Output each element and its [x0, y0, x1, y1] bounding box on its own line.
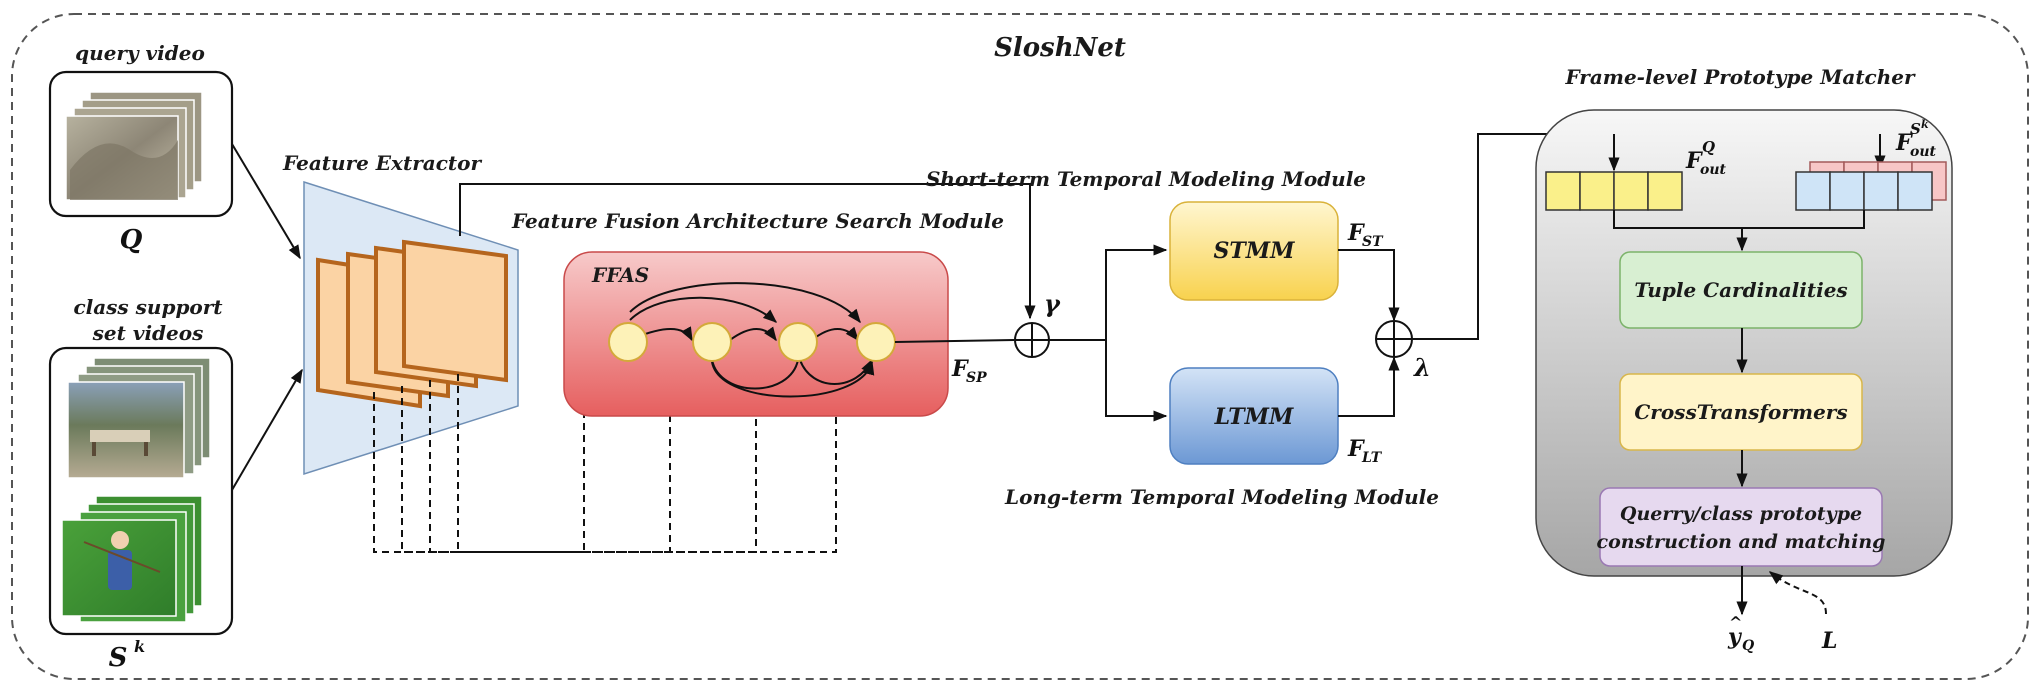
fq-subscript: out — [1700, 162, 1727, 178]
ffas-inner-label: FFAS — [591, 263, 649, 287]
feature-extractor-label: Feature Extractor — [282, 151, 482, 175]
fst-symbol: F — [1347, 220, 1365, 246]
support-video-frames-2 — [61, 495, 203, 623]
query-symbol: Q — [120, 225, 143, 255]
outer-frame — [11, 13, 2029, 680]
ffas-module-box — [563, 251, 949, 417]
fs-subscript: out — [1910, 144, 1937, 160]
feature-merge-lines — [1613, 210, 1865, 252]
extractor-skip-line — [459, 183, 1036, 320]
tuple-cardinalities-label: Tuple Cardinalities — [1634, 278, 1847, 302]
stmm-module-title: Short-term Temporal Modeling Module — [926, 167, 1366, 191]
support-label-line2: set videos — [92, 321, 204, 345]
feature-maps — [316, 239, 508, 409]
support-symbol: S — [109, 643, 128, 673]
fs-superscript-k: k — [1921, 118, 1929, 131]
support-to-extractor-arrow — [231, 368, 303, 491]
ltmm-box-label: LTMM — [1214, 404, 1294, 430]
support-video-frames-1 — [67, 357, 211, 479]
query-feature-cells — [1545, 171, 1683, 211]
fs-superscript: S — [1910, 120, 1921, 138]
ffas-module-title: Feature Fusion Architecture Search Modul… — [511, 209, 1004, 233]
query-video-label: query video — [75, 41, 205, 65]
dashed-feature-links — [373, 342, 837, 553]
prototype-matching-line2: construction and matching — [1597, 531, 1886, 553]
prototype-matching-box — [1599, 487, 1883, 567]
matcher-title: Frame-level Prototype Matcher — [1564, 65, 1916, 89]
support-feature-cells — [1795, 171, 1933, 211]
diagram-title: SloshNet — [994, 33, 1126, 63]
gamma-sum-node — [1014, 322, 1050, 358]
y-hat-caret: ^ — [1729, 613, 1742, 632]
lambda-symbol: λ — [1413, 353, 1431, 382]
flt-subscript: LT — [1361, 450, 1383, 466]
fq-symbol: F — [1685, 148, 1703, 174]
ffas-node-4 — [856, 322, 896, 362]
fs-symbol: F — [1895, 130, 1913, 156]
ffas-nodes — [608, 322, 896, 362]
merge-lines — [1338, 249, 1400, 417]
loss-feedback-arrow — [1768, 571, 1827, 615]
ltmm-module-title: Long-term Temporal Modeling Module — [1004, 485, 1439, 509]
fsp-subscript: SP — [966, 370, 987, 386]
fq-superscript: Q — [1702, 138, 1715, 156]
crosstransformers-label: CrossTransformers — [1634, 400, 1847, 424]
query-video-frames — [65, 91, 203, 201]
support-superscript: k — [134, 637, 145, 656]
stmm-box-label: STMM — [1214, 238, 1296, 264]
branch-lines — [1049, 244, 1168, 422]
lambda-sum-node — [1375, 320, 1413, 358]
fst-subscript: ST — [1362, 234, 1384, 250]
support-label-line1: class support — [73, 295, 223, 319]
prototype-matching-line1: Querry/class prototype — [1620, 503, 1862, 525]
y-hat-subscript: Q — [1742, 638, 1754, 654]
ffas-node-3 — [778, 322, 818, 362]
matcher-box — [1535, 109, 1953, 577]
ffas-output-line — [894, 339, 1015, 343]
query-to-extractor-arrow — [231, 143, 301, 260]
flt-symbol: F — [1347, 436, 1365, 462]
ffas-node-2 — [692, 322, 732, 362]
gamma-symbol: γ — [1044, 289, 1061, 318]
loss-symbol: L — [1821, 628, 1837, 654]
fsp-symbol: F — [951, 356, 969, 382]
y-hat-symbol: y — [1727, 624, 1743, 650]
ffas-node-1 — [608, 322, 648, 362]
